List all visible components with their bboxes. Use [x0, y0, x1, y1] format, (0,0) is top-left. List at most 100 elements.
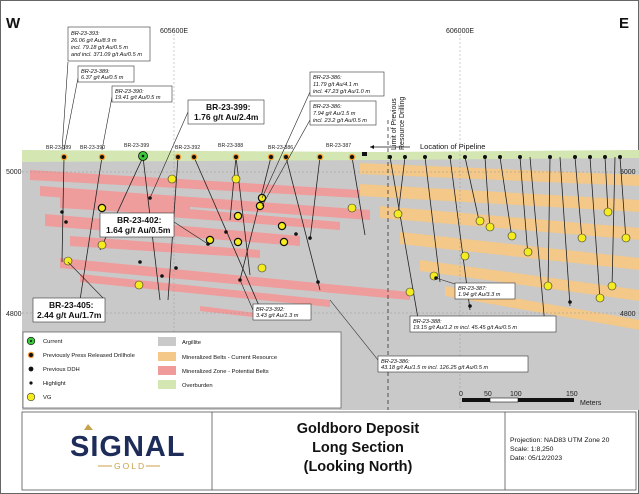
hole-label: BR-23-389 [46, 145, 71, 151]
svg-text:6.37 g/t Au/0.5 m: 6.37 g/t Au/0.5 m [81, 75, 124, 81]
legend-current-resource-swatch [158, 352, 176, 361]
legend-press-released-icon [27, 351, 35, 359]
elevation-label-4800-left: 4800 [6, 311, 22, 318]
scale-tick-150: 150 [566, 391, 578, 398]
pipeline-marker [362, 152, 367, 156]
legend-highlight-label: Highlight [43, 381, 66, 387]
svg-text:1.94 g/t Au/3.3 m: 1.94 g/t Au/3.3 m [458, 292, 501, 298]
legend-vg-icon [26, 392, 36, 402]
svg-text:BR-23-393:: BR-23-393: [71, 31, 100, 37]
elevation-label-5000-left: 5000 [6, 169, 22, 176]
annotation-br-23-389: BR-23-389: 6.37 g/t Au/0.5 m [77, 65, 135, 83]
svg-text:11.79 g/t Au/4.1 m: 11.79 g/t Au/4.1 m [313, 82, 358, 88]
svg-text:1.76 g/t Au/2.4m: 1.76 g/t Au/2.4m [194, 112, 259, 122]
svg-text:26.06 g/t Au/8.9 m: 26.06 g/t Au/8.9 m [70, 38, 117, 44]
legend: Current Previously Press Released Drillh… [22, 331, 342, 409]
svg-text:BR-23-392:: BR-23-392: [256, 307, 285, 313]
svg-text:43.18 g/t Au/1.5 m incl. 126.: 43.18 g/t Au/1.5 m incl. 126.25 g/t Au/0… [381, 365, 489, 371]
collar-markers [388, 155, 622, 159]
vg-markers [63, 174, 631, 303]
svg-text:19.15 g/t Au/1.2 m incl. 45.4: 19.15 g/t Au/1.2 m incl. 45.45 g/t Au/0.… [413, 325, 517, 331]
date-text: Date: 05/12/2023 [510, 455, 562, 462]
legend-overburden-label: Overburden [182, 383, 213, 389]
svg-text:BR-23-390:: BR-23-390: [115, 89, 144, 95]
annotation-br-23-399: BR-23-399: 1.76 g/t Au/2.4m [187, 99, 265, 125]
annotation-br-23-405: BR-23-405: 2.44 g/t Au/1.7m [32, 297, 106, 323]
svg-text:19.41 g/t Au/0.5 m: 19.41 g/t Au/0.5 m [115, 95, 161, 101]
annotation-br-23-392: BR-23-392: 3.43 g/t Au/1.3 m [252, 303, 312, 321]
compass-east: E [619, 15, 629, 32]
svg-text:BR-23-386:: BR-23-386: [381, 359, 410, 365]
drilling-limit-label-2: Resource Drilling [399, 97, 406, 150]
figure-title-line-3: (Looking North) [304, 459, 413, 475]
svg-text:1.64 g/t Au/0.5m: 1.64 g/t Au/0.5m [106, 225, 171, 235]
easting-label-605600: 605600E [160, 28, 188, 35]
figure-title-line-1: Goldboro Deposit [297, 421, 420, 437]
drilling-limit-label-1: Limit of Previous [391, 98, 398, 150]
scale-tick-0: 0 [459, 391, 463, 398]
svg-text:BR-23-402:: BR-23-402: [117, 215, 162, 225]
annotation-br-23-390: BR-23-390: 19.41 g/t Au/0.5 m [111, 85, 173, 103]
easting-label-606000: 606000E [446, 28, 474, 35]
leader-lines [61, 61, 456, 361]
legend-potential-belts-swatch [158, 366, 176, 375]
legend-vg-label: VG [43, 395, 52, 401]
svg-text:BR-23-389:: BR-23-389: [81, 69, 110, 75]
hole-labels: BR-23-389 BR-23-390 BR-23-399 BR-23-392 … [46, 143, 351, 151]
elevation-label-4800-right: 4800 [620, 311, 636, 318]
legend-current-resource-label: Mineralized Belts - Current Resource [182, 355, 277, 361]
svg-text:BR-23-386:: BR-23-386: [313, 104, 342, 110]
svg-text:2.44 g/t Au/1.7m: 2.44 g/t Au/1.7m [37, 310, 102, 320]
scale-tick-50: 50 [484, 391, 492, 398]
legend-press-released-label: Previously Press Released Drillhole [43, 353, 135, 359]
pipeline-label: Location of Pipeline [420, 142, 485, 151]
annotation-br-23-402: BR-23-402: 1.64 g/t Au/0.5m [99, 212, 175, 238]
svg-text:incl. 47.23 g/t Au/1.0 m: incl. 47.23 g/t Au/1.0 m [313, 89, 370, 95]
hole-label: BR-23-399 [124, 143, 149, 149]
hole-label: BR-23-388 [218, 143, 243, 149]
annotation-br-23-393: BR-23-393: 26.06 g/t Au/8.9 m incl. 79.1… [67, 26, 151, 62]
legend-highlight-icon [29, 381, 33, 385]
svg-text:BR-23-388:: BR-23-388: [413, 319, 442, 325]
annotation-br-23-386-c: BR-23-386: 43.18 g/t Au/1.5 m incl. 126.… [377, 355, 529, 373]
svg-text:7.94 g/t Au/1.5 m: 7.94 g/t Au/1.5 m [313, 111, 356, 117]
annotation-br-23-387: BR-23-387: 1.94 g/t Au/3.3 m [454, 282, 516, 300]
compass-west: W [6, 15, 21, 32]
legend-potential-belts-label: Mineralized Zone - Potential Belts [182, 369, 269, 375]
svg-text:BR-23-399:: BR-23-399: [206, 102, 251, 112]
svg-text:BR-23-405:: BR-23-405: [49, 300, 94, 310]
legend-current-label: Current [43, 339, 63, 345]
legend-argillite-label: Argillite [182, 340, 201, 346]
legend-previous-ddh-label: Previous DDH [43, 367, 80, 373]
legend-overburden-swatch [158, 380, 176, 389]
legend-previous-ddh-icon [28, 366, 34, 372]
hole-label: BR-23-386 [268, 145, 293, 151]
hole-label: BR-23-387 [326, 143, 351, 149]
hole-label: BR-23-390 [80, 145, 105, 151]
scale-unit: Meters [580, 400, 602, 407]
svg-text:incl. 23.2 g/t Au/0.5 m: incl. 23.2 g/t Au/0.5 m [313, 118, 367, 124]
svg-text:3.43 g/t Au/1.3 m: 3.43 g/t Au/1.3 m [256, 313, 299, 319]
figure-title-line-2: Long Section [312, 440, 404, 456]
logo-accent-icon [84, 424, 93, 430]
hole-label: BR-23-392 [175, 145, 200, 151]
svg-text:and incl. 371.09 g/t Au/0.5 m: and incl. 371.09 g/t Au/0.5 m [71, 52, 142, 58]
annotation-br-23-386-top: BR-23-386: 11.79 g/t Au/4.1 m incl. 47.2… [309, 71, 385, 97]
svg-text:BR-23-386:: BR-23-386: [313, 75, 342, 81]
signal-gold-logo: SIGNAL GOLD [70, 424, 186, 471]
logo-sub-text: GOLD [114, 461, 146, 471]
svg-text:BR-23-387:: BR-23-387: [458, 286, 487, 292]
title-block: SIGNAL GOLD Goldboro Deposit Long Sectio… [21, 411, 637, 491]
scale-text: Scale: 1:8,250 [510, 446, 554, 453]
scale-tick-100: 100 [510, 391, 522, 398]
press-released-collars [60, 153, 356, 161]
scale-bar: 0 50 100 150 Meters [459, 391, 602, 407]
annotation-br-23-388: BR-23-388: 19.15 g/t Au/1.2 m incl. 45.4… [409, 315, 557, 333]
annotation-br-23-386-b: BR-23-386: 7.94 g/t Au/1.5 m incl. 23.2 … [309, 100, 377, 126]
svg-text:incl. 79.18 g/t Au/0.5 m: incl. 79.18 g/t Au/0.5 m [71, 45, 128, 51]
elevation-label-5000-right: 5000 [620, 169, 636, 176]
legend-argillite-swatch [158, 337, 176, 346]
logo-main-text: SIGNAL [70, 431, 186, 463]
